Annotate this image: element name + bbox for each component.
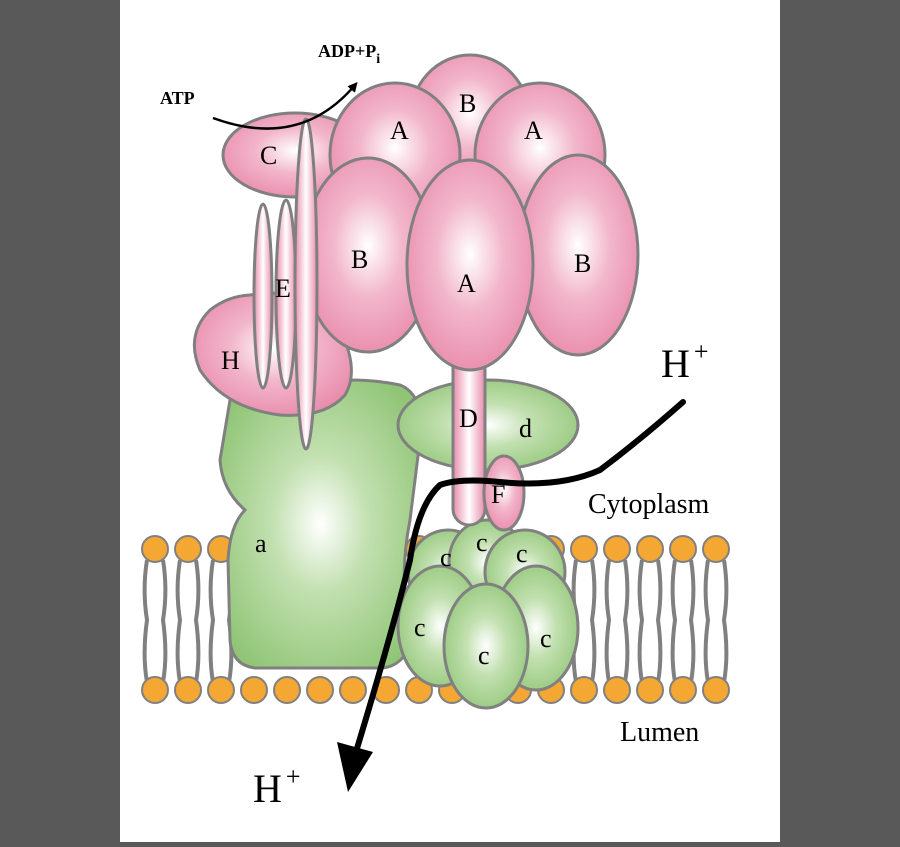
- proton-path-line: [352, 399, 686, 758]
- label-subunit-c-stalk: C: [260, 141, 277, 170]
- lipid-head: [570, 676, 598, 704]
- lipid-head: [174, 676, 202, 704]
- lipid-head: [240, 676, 268, 704]
- label-subunit-b-top: B: [459, 89, 476, 118]
- lipid-head: [603, 676, 631, 704]
- label-adp-pi: ADP+Pi: [318, 41, 380, 67]
- atp-hydrolysis-arrow: [212, 81, 358, 130]
- lipid-head: [273, 676, 301, 704]
- label-atp: ATP: [160, 88, 195, 108]
- subunit-d-lower: [396, 378, 580, 472]
- lipid-head: [207, 676, 235, 704]
- label-subunit-d-upper: D: [459, 404, 478, 433]
- lipid-tail: [589, 559, 597, 683]
- subunit-f: [482, 454, 526, 532]
- lipid-tail: [655, 559, 663, 683]
- lipid-head: [306, 676, 334, 704]
- proton-arrowhead: [337, 742, 373, 792]
- subunit-a-center: [405, 158, 535, 372]
- ring-c-5: [442, 582, 530, 710]
- lipid-tail: [703, 559, 711, 683]
- lipid-head: [669, 676, 697, 704]
- label-subunit-a-top-right: A: [524, 116, 543, 145]
- lipid-head: [636, 535, 664, 563]
- subunit-e-rod-1: [252, 202, 274, 390]
- label-ring-c-4: c: [414, 613, 426, 642]
- label-subunit-a-top-left: A: [390, 116, 409, 145]
- label-ring-c-3: c: [516, 539, 528, 568]
- lipid-head: [702, 676, 730, 704]
- label-subunit-b-right: B: [574, 249, 591, 278]
- lipid-tail: [688, 559, 696, 683]
- lipid-head: [141, 676, 169, 704]
- label-proton-cytoplasm: H+: [661, 337, 709, 386]
- label-subunit-a-center: A: [457, 269, 476, 298]
- lipid-head: [702, 535, 730, 563]
- label-subunit-e: E: [275, 274, 291, 303]
- lipid-head: [669, 535, 697, 563]
- lipid-tail: [160, 559, 168, 683]
- lipid-tail: [142, 559, 150, 683]
- lipid-head: [603, 535, 631, 563]
- lipid-tail: [208, 559, 216, 683]
- label-proton-lumen: H+: [253, 762, 301, 811]
- label-ring-c-2: c: [476, 528, 488, 557]
- lipid-tail: [193, 559, 201, 683]
- lipid-tail: [604, 559, 612, 683]
- label-ring-c-1: c: [440, 543, 452, 572]
- label-subunit-h: H: [221, 346, 240, 375]
- label-ring-c-6: c: [540, 624, 552, 653]
- lipid-head: [636, 676, 664, 704]
- lipid-bilayer: [141, 535, 730, 704]
- lipid-tail: [637, 559, 645, 683]
- lipid-head: [339, 676, 367, 704]
- label-cytoplasm: Cytoplasm: [588, 489, 710, 520]
- lipid-tail: [670, 559, 678, 683]
- label-subunit-d-lower: d: [519, 414, 532, 443]
- lipid-head: [570, 535, 598, 563]
- label-subunit-a-membrane: a: [255, 529, 267, 558]
- lipid-tail: [175, 559, 183, 683]
- label-subunit-b-left: B: [351, 245, 368, 274]
- subunit-e-rod-3: [293, 117, 319, 451]
- lipid-tail: [721, 559, 729, 683]
- lipid-tail: [622, 559, 630, 683]
- label-lumen: Lumen: [620, 717, 699, 748]
- lipid-head: [141, 535, 169, 563]
- label-ring-c-5: c: [478, 641, 490, 670]
- lipid-head: [174, 535, 202, 563]
- label-subunit-f: F: [491, 480, 505, 509]
